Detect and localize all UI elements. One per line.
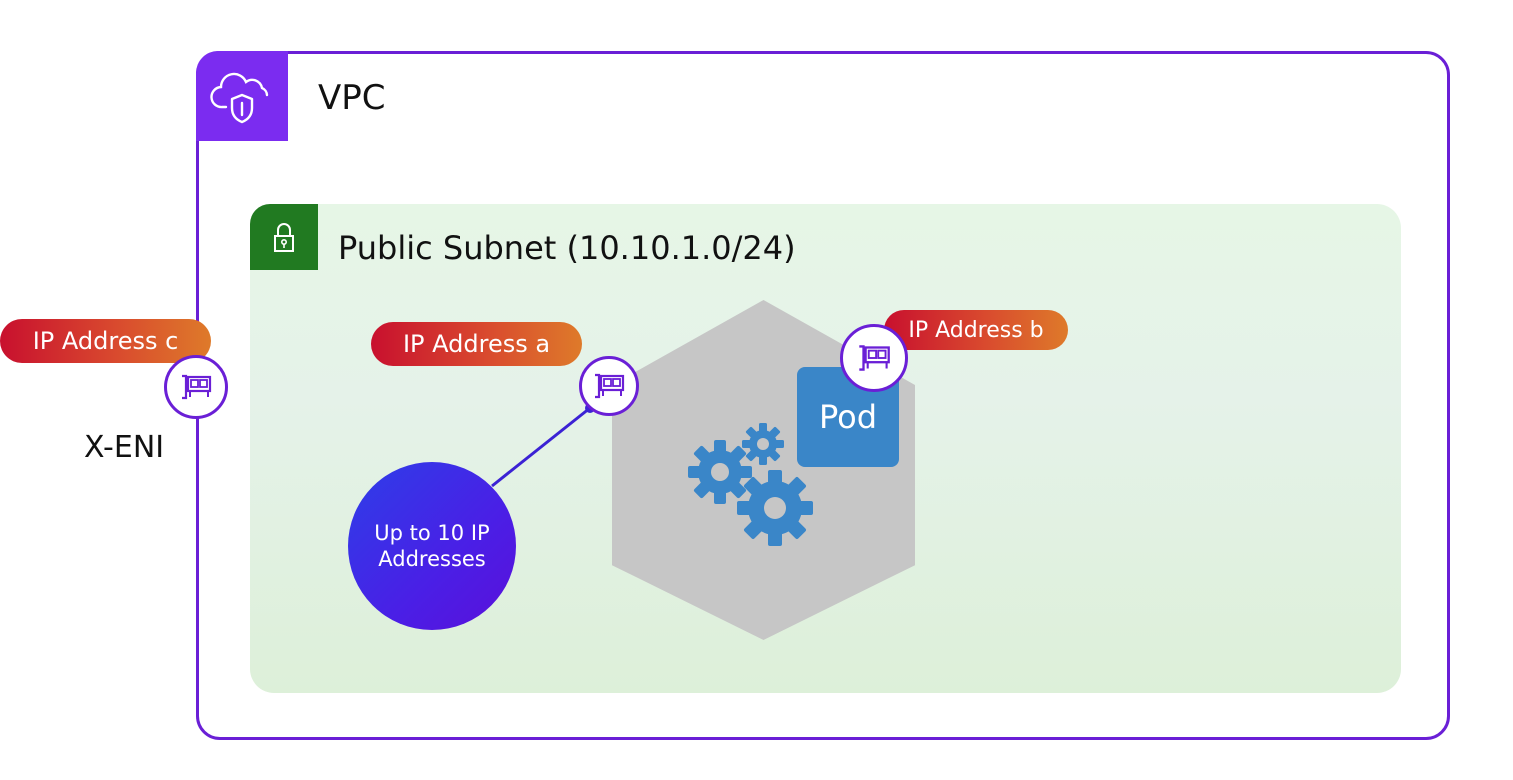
ip-address-a-pill: IP Address a (371, 322, 582, 366)
lock-icon (274, 223, 294, 252)
x-eni-label: X-ENI (84, 430, 165, 465)
cloud-shield-icon (210, 72, 269, 124)
ip-pool-circle: Up to 10 IP Addresses (348, 462, 516, 630)
ip-address-c-pill: IP Address c (0, 319, 211, 363)
subnet-badge (250, 204, 318, 270)
eni-c (164, 355, 228, 419)
gears-icon (688, 423, 813, 546)
eni-b (840, 324, 908, 392)
ip-pool-label: Up to 10 IP Addresses (374, 520, 490, 571)
vpc-label: VPC (318, 78, 386, 118)
network-interface-icon (859, 345, 890, 371)
eni-a (579, 356, 639, 416)
network-interface-icon (595, 373, 625, 399)
ip-address-b-pill: IP Address b (884, 310, 1068, 350)
vpc-badge (196, 51, 288, 141)
subnet-label: Public Subnet (10.10.1.0/24) (338, 229, 796, 267)
pod-label: Pod (818, 398, 878, 436)
network-interface-icon (182, 374, 212, 400)
